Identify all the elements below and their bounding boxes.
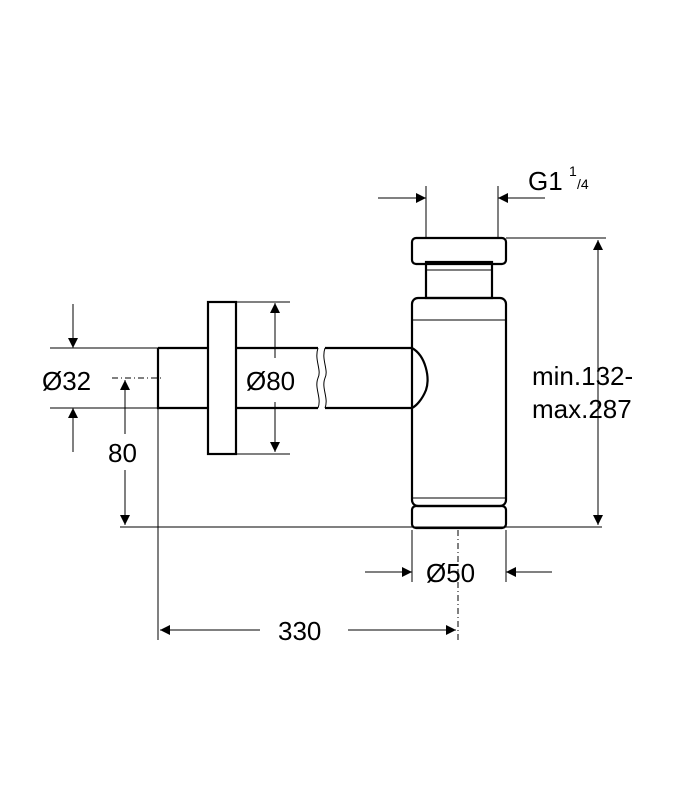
thread-size-fraction-denominator: /4 xyxy=(577,176,589,192)
trap-body xyxy=(410,296,508,508)
dimension-lines xyxy=(68,193,603,635)
height-range-max-label: max.287 xyxy=(532,394,632,424)
wall-height-label: 80 xyxy=(108,438,137,468)
wall-rosette xyxy=(206,300,238,456)
top-cap-nut xyxy=(410,236,508,266)
pipe-diameter-label: Ø32 xyxy=(42,366,91,396)
bottom-cap xyxy=(410,504,508,530)
trap-neck xyxy=(424,260,494,300)
thread-size-fraction-numerator: 1 xyxy=(569,163,577,179)
trap-body-band xyxy=(412,319,506,499)
horizontal-pipe xyxy=(325,346,429,410)
pipe-break-mark xyxy=(316,347,327,409)
rosette-diameter-label: Ø80 xyxy=(246,366,295,396)
thread-size-label: G1 xyxy=(528,166,563,196)
projection-length-label: 330 xyxy=(278,616,321,646)
siphon-outline xyxy=(156,236,508,530)
height-range-min-label: min.132- xyxy=(532,361,633,391)
trap-diameter-label: Ø50 xyxy=(426,558,475,588)
